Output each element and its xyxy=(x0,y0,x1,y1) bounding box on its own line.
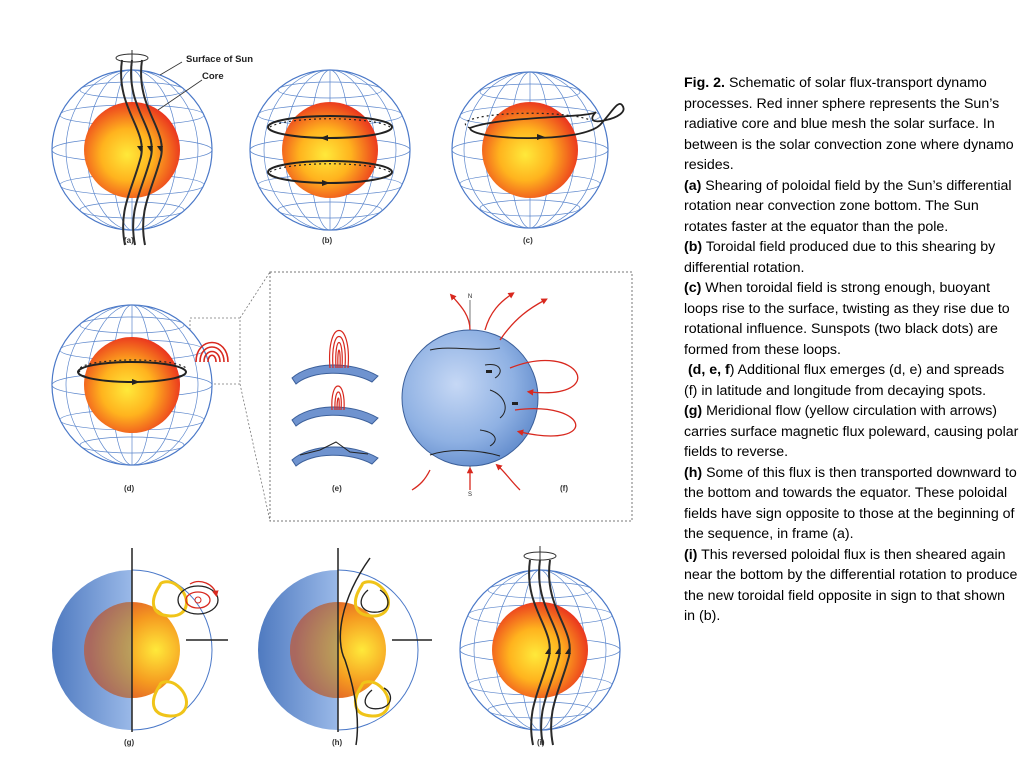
caption-item-text: Shearing of poloidal field by the Sun’s … xyxy=(684,178,1012,235)
caption-item-label: (a) xyxy=(684,178,701,194)
panel-label-h: (h) xyxy=(332,738,342,747)
figure-caption: Fig. 2. Schematic of solar flux-transpor… xyxy=(684,73,1019,627)
caption-item-text: Toroidal field produced due to this shea… xyxy=(684,239,995,276)
caption-item-text: ) Additional flux emerges (d, e) and spr… xyxy=(684,362,1004,399)
dynamo-figure: N S xyxy=(0,0,660,768)
panel-e-emergence xyxy=(292,331,378,467)
caption-item-text: Meridional flow (yellow circulation with… xyxy=(684,403,1018,460)
panel-label-b: (b) xyxy=(322,236,332,245)
caption-item-c: (c) When toroidal field is strong enough… xyxy=(684,278,1019,360)
caption-item-label: (h) xyxy=(684,465,702,481)
panel-label-c: (c) xyxy=(523,236,533,245)
panel-label-g: (g) xyxy=(124,738,134,747)
compass-south: S xyxy=(468,492,472,498)
callout-surface: Surface of Sun xyxy=(186,54,253,65)
panel-b-sphere xyxy=(250,70,410,230)
caption-fig-label: Fig. 2. xyxy=(684,75,725,91)
caption-item-label: (b) xyxy=(684,239,702,255)
panel-label-f: (f) xyxy=(560,484,568,493)
caption-item-label: (i) xyxy=(684,547,697,563)
panel-f-globe: N S xyxy=(402,294,578,498)
panel-g-half-sphere xyxy=(52,548,228,732)
caption-item-g: (g) Meridional flow (yellow circulation … xyxy=(684,401,1019,463)
callout-core: Core xyxy=(202,71,224,82)
caption-item-text: Some of this flux is then transported do… xyxy=(684,465,1017,543)
compass-north: N xyxy=(468,294,472,300)
dynamo-schematic: N S xyxy=(0,0,660,768)
caption-item-b: (b) Toroidal field produced due to this … xyxy=(684,237,1019,278)
panel-a-sphere xyxy=(52,50,212,245)
caption-item-label: (d, e, f xyxy=(688,362,730,378)
caption-intro-text: Schematic of solar flux-transport dynamo… xyxy=(684,75,1014,173)
caption-item-text: When toroidal field is strong enough, bu… xyxy=(684,280,1010,358)
panel-c-sphere xyxy=(452,72,624,228)
panel-label-i: (i) xyxy=(537,738,545,747)
caption-item-label: (c) xyxy=(684,280,701,296)
caption-item-text: This reversed poloidal flux is then shea… xyxy=(684,547,1017,625)
caption-item-i: (i) This reversed poloidal flux is then … xyxy=(684,545,1019,627)
caption-item-label: (g) xyxy=(684,403,702,419)
caption-item-h: (h) Some of this flux is then transporte… xyxy=(684,463,1019,545)
caption-intro: Fig. 2. Schematic of solar flux-transpor… xyxy=(684,73,1019,176)
panel-i-sphere xyxy=(460,546,620,745)
panel-label-d: (d) xyxy=(124,484,134,493)
caption-item-a: (a) Shearing of poloidal field by the Su… xyxy=(684,176,1019,238)
panel-label-a: (a) xyxy=(124,236,134,245)
panel-label-e: (e) xyxy=(332,484,342,493)
panel-d-sphere xyxy=(52,305,228,465)
panel-h-half-sphere xyxy=(258,548,432,745)
caption-item-def: (d, e, f) Additional flux emerges (d, e)… xyxy=(684,360,1019,401)
